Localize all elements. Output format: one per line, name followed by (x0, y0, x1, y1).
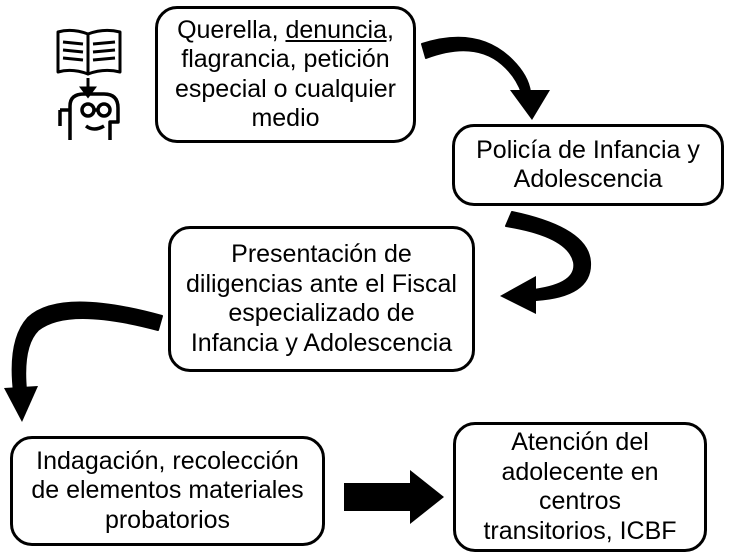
node-text-line: especializado de (186, 299, 457, 329)
node-text-line: probatorios (31, 506, 303, 536)
node-text-part: Infancia y Adolescencia (190, 328, 453, 357)
node-text-line: diligencias ante el Fiscal (186, 270, 457, 300)
node-text-part: especial o cualquier (175, 74, 396, 103)
node-text-part: centros (539, 487, 621, 515)
node-text-line: adolecente en (483, 458, 676, 488)
node-text-line: Indagación, recolección (31, 447, 303, 477)
node-text-part: especializado de (228, 299, 415, 327)
open-book-icon (56, 28, 122, 76)
down-arrow-icon (79, 78, 97, 99)
node-text-line: medio (175, 104, 396, 134)
node-text-line: Policía de Infancia y (476, 136, 700, 166)
node-text-part: Atención del (511, 428, 649, 456)
node-text-part: Presentación de (231, 240, 412, 268)
node-text-line: Atención del (483, 428, 676, 458)
node-text-line: especial o cualquier (175, 75, 396, 105)
node-text-underlined: denuncia, (285, 15, 394, 44)
node-text-line: centros (483, 487, 676, 517)
arrow-policia-to-fiscal (500, 211, 592, 314)
node-text-line: Querella, denuncia, (175, 16, 396, 46)
node-text-part: de elementos materiales (31, 476, 304, 505)
node-text-part: probatorios (104, 505, 231, 534)
person-glasses-icon (58, 92, 120, 140)
node-text-part: Indagación, recolección (36, 446, 299, 475)
node-text-line: Presentación de (186, 240, 457, 270)
book-to-person-icon (54, 26, 126, 142)
node-text-line: de elementos materiales (31, 476, 303, 506)
node-text-part: flagrancia, petición (181, 45, 390, 73)
node-text-part: transitorios, ICBF (483, 516, 677, 545)
node-text-part: Querella, (177, 15, 286, 44)
arrow-indagacion-to-atencion (344, 470, 444, 524)
node-text-part: diligencias ante el Fiscal (186, 269, 457, 298)
node-text-line: Adolescencia (476, 165, 700, 195)
node-text-part: medio (251, 104, 320, 132)
node-text-part: Policía de Infancia y (476, 135, 700, 164)
node-text-part: adolecente en (501, 457, 659, 486)
node-text-part: Adolescencia (513, 165, 663, 193)
arrow-fiscal-to-indagacion (4, 301, 163, 422)
node-text-line: flagrancia, petición (175, 45, 396, 75)
node-text-line: transitorios, ICBF (483, 517, 676, 547)
arrow-inicio-to-policia (421, 36, 550, 120)
node-text-line: Infancia y Adolescencia (186, 329, 457, 359)
